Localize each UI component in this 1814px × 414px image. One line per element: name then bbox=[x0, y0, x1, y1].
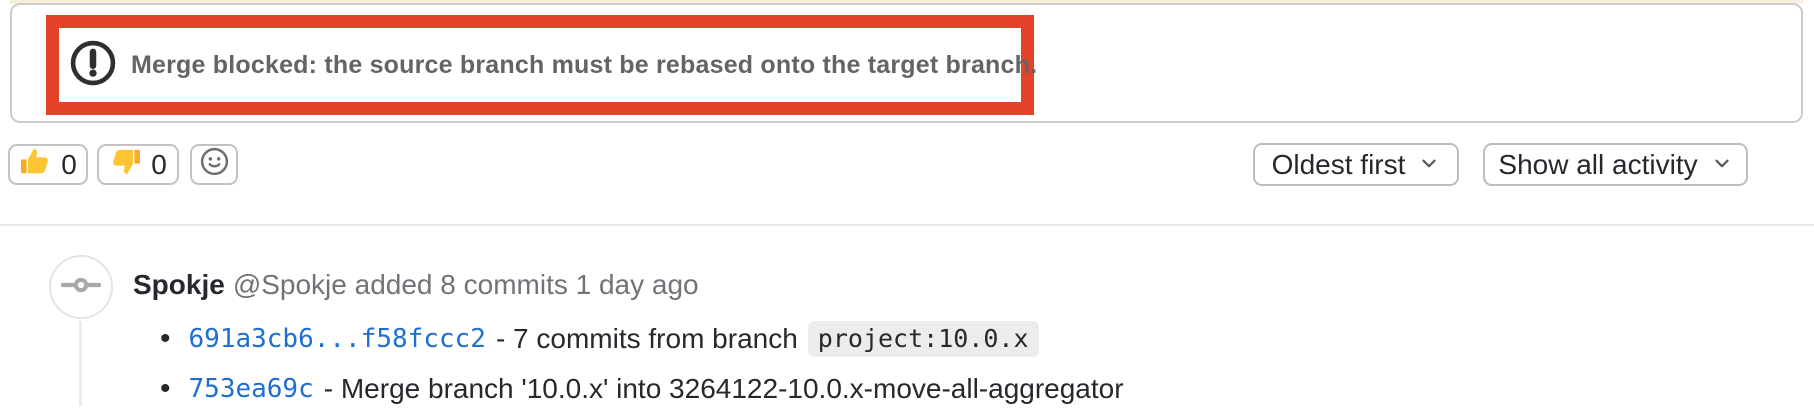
activity-filter-dropdown[interactable]: Show all activity bbox=[1483, 143, 1748, 186]
author-name-link[interactable]: Spokje bbox=[133, 269, 225, 300]
chevron-down-icon bbox=[1711, 149, 1733, 181]
sort-order-dropdown[interactable]: Oldest first bbox=[1253, 143, 1459, 186]
chevron-down-icon bbox=[1418, 149, 1440, 181]
thumbs-down-button[interactable]: 0 bbox=[97, 144, 179, 185]
merge-widget-panel: Merge blocked: the source branch must be… bbox=[10, 3, 1803, 123]
smiley-face-icon bbox=[199, 146, 230, 184]
commit-sha-range-link[interactable]: 691a3cb6...f58fccc2 bbox=[188, 324, 486, 354]
branch-name-chip: project:10.0.x bbox=[807, 321, 1039, 357]
commit-message-text: - Merge branch '10.0.x' into 3264122-10.… bbox=[323, 373, 1124, 404]
section-divider bbox=[0, 224, 1814, 226]
emoji-picker-button[interactable] bbox=[190, 144, 238, 185]
thumbs-up-icon bbox=[19, 145, 52, 185]
timeline-connector-line bbox=[79, 321, 82, 406]
sort-order-label: Oldest first bbox=[1271, 148, 1406, 180]
activity-header: Spokje@Spokje added 8 commits 1 day ago bbox=[133, 269, 699, 301]
merge-blocked-message: Merge blocked: the source branch must be… bbox=[131, 50, 1038, 79]
thumbs-up-button[interactable]: 0 bbox=[8, 144, 88, 185]
top-cream-strip bbox=[10, 0, 1803, 4]
activity-filter-label: Show all activity bbox=[1498, 148, 1698, 180]
activity-meta-text: @Spokje added 8 commits 1 day ago bbox=[232, 269, 699, 300]
thumbs-down-count: 0 bbox=[151, 148, 167, 180]
timeline-commit-badge bbox=[49, 255, 113, 319]
commit-list-item: 691a3cb6...f58fccc2 - 7 commits from bra… bbox=[160, 314, 1124, 364]
merge-blocked-highlight-box: Merge blocked: the source branch must be… bbox=[46, 15, 1038, 115]
exclamation-circle-icon bbox=[70, 40, 116, 91]
commit-sha-link[interactable]: 753ea69c bbox=[188, 374, 314, 404]
commit-description-text: - 7 commits from branch bbox=[495, 323, 798, 354]
commit-list-item: 753ea69c - Merge branch '10.0.x' into 32… bbox=[160, 364, 1124, 414]
thumbs-up-count: 0 bbox=[61, 148, 77, 180]
commit-list: 691a3cb6...f58fccc2 - 7 commits from bra… bbox=[160, 314, 1124, 414]
git-commit-icon bbox=[60, 265, 102, 310]
thumbs-down-icon bbox=[109, 145, 142, 185]
